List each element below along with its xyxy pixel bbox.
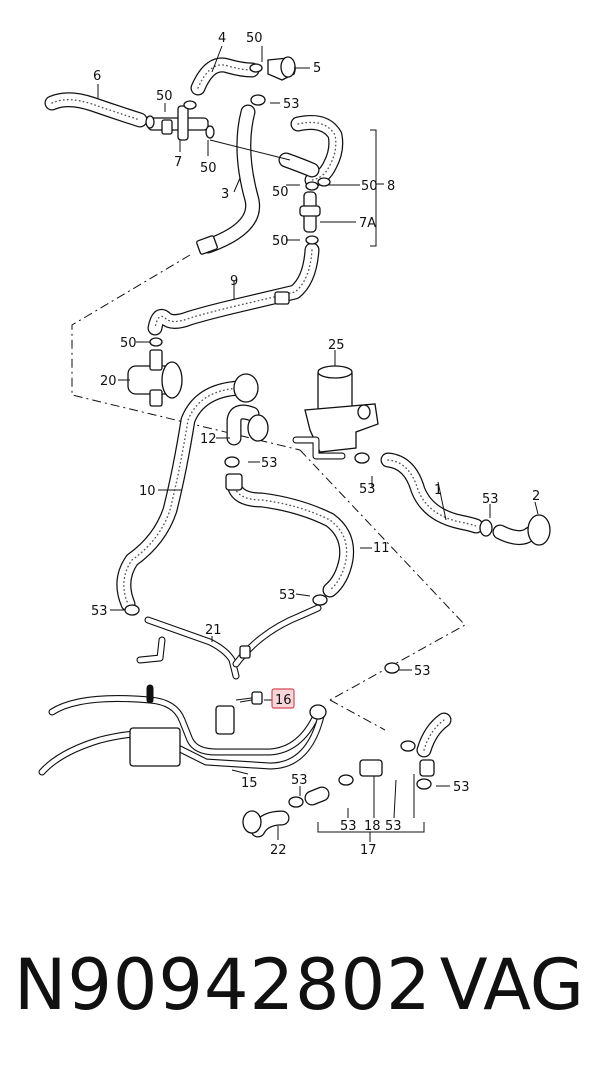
- label-50-d: 50: [272, 185, 289, 200]
- elbow-22: [242, 810, 290, 838]
- label-50-e: 50: [361, 179, 378, 194]
- assembly-outline: [71, 254, 466, 731]
- label-17: 17: [360, 843, 377, 858]
- pipe-15: [38, 684, 327, 776]
- leader-lines: [97, 45, 539, 842]
- label-15: 15: [241, 776, 258, 791]
- label-12: 12: [200, 432, 217, 447]
- pipe-21: [136, 604, 322, 680]
- label-50-f: 50: [272, 234, 289, 249]
- hose-10: [116, 373, 259, 612]
- label-3: 3: [221, 187, 229, 202]
- label-53-d: 53: [482, 492, 499, 507]
- label-20: 20: [100, 374, 117, 389]
- label-7: 7: [174, 155, 182, 170]
- label-4: 4: [218, 31, 226, 46]
- label-53-k: 53: [385, 819, 402, 834]
- throttle-20: [127, 349, 183, 407]
- label-21: 21: [205, 623, 222, 638]
- label-2: 2: [532, 489, 540, 504]
- footer: N90942802 VAG: [0, 930, 600, 1040]
- label-18: 18: [364, 819, 381, 834]
- label-53-g: 53: [414, 664, 431, 679]
- label-1: 1: [434, 483, 442, 498]
- label-50-g: 50: [120, 336, 137, 351]
- label-53-h: 53: [291, 773, 308, 788]
- label-50-b: 50: [156, 89, 173, 104]
- label-7a: 7A: [359, 216, 376, 231]
- label-53-f: 53: [91, 604, 108, 619]
- bolt-16: [235, 691, 263, 705]
- hose-1: [380, 452, 484, 534]
- hose-set-8: [209, 114, 344, 188]
- hose-4: [190, 57, 260, 96]
- label-8: 8: [387, 179, 395, 194]
- label-53-c: 53: [359, 482, 376, 497]
- label-53-i: 53: [453, 780, 470, 795]
- hose-6: [44, 92, 148, 128]
- connector-2: [492, 514, 551, 546]
- clamps-53: [124, 94, 493, 808]
- label-16: 16: [275, 693, 292, 708]
- label-5: 5: [313, 61, 321, 76]
- label-53-a: 53: [283, 97, 300, 112]
- elbow-12: [226, 404, 269, 446]
- part-number: N90942802: [14, 944, 432, 1026]
- label-53-e: 53: [279, 588, 296, 603]
- hose-9: [147, 242, 320, 336]
- tpiece-7: [147, 105, 209, 141]
- hose-set-17: [304, 712, 452, 806]
- highlight-16: [271, 688, 295, 709]
- clamps-50: [145, 63, 331, 347]
- hose-11: [225, 473, 355, 598]
- hose-diagram: 6 4 50 5 53 50 7 50 3 50 50 8 7A 50 9 50…: [38, 31, 551, 858]
- part-labels: 6 4 50 5 53 50 7 50 3 50 50 8 7A 50 9 50…: [91, 31, 540, 858]
- label-10: 10: [139, 484, 156, 499]
- label-9: 9: [230, 274, 238, 289]
- label-6: 6: [93, 69, 101, 84]
- label-50-top: 50: [246, 31, 263, 46]
- brand-name: VAG: [439, 944, 584, 1026]
- label-25: 25: [328, 338, 345, 353]
- label-22: 22: [270, 843, 287, 858]
- valve-25: [292, 365, 379, 460]
- label-53-b: 53: [261, 456, 278, 471]
- label-50-c: 50: [200, 161, 217, 176]
- label-53-j: 53: [340, 819, 357, 834]
- connector-5: [267, 56, 296, 81]
- label-11: 11: [373, 541, 390, 556]
- hose-3: [196, 104, 261, 255]
- fitting-7a: [299, 191, 321, 233]
